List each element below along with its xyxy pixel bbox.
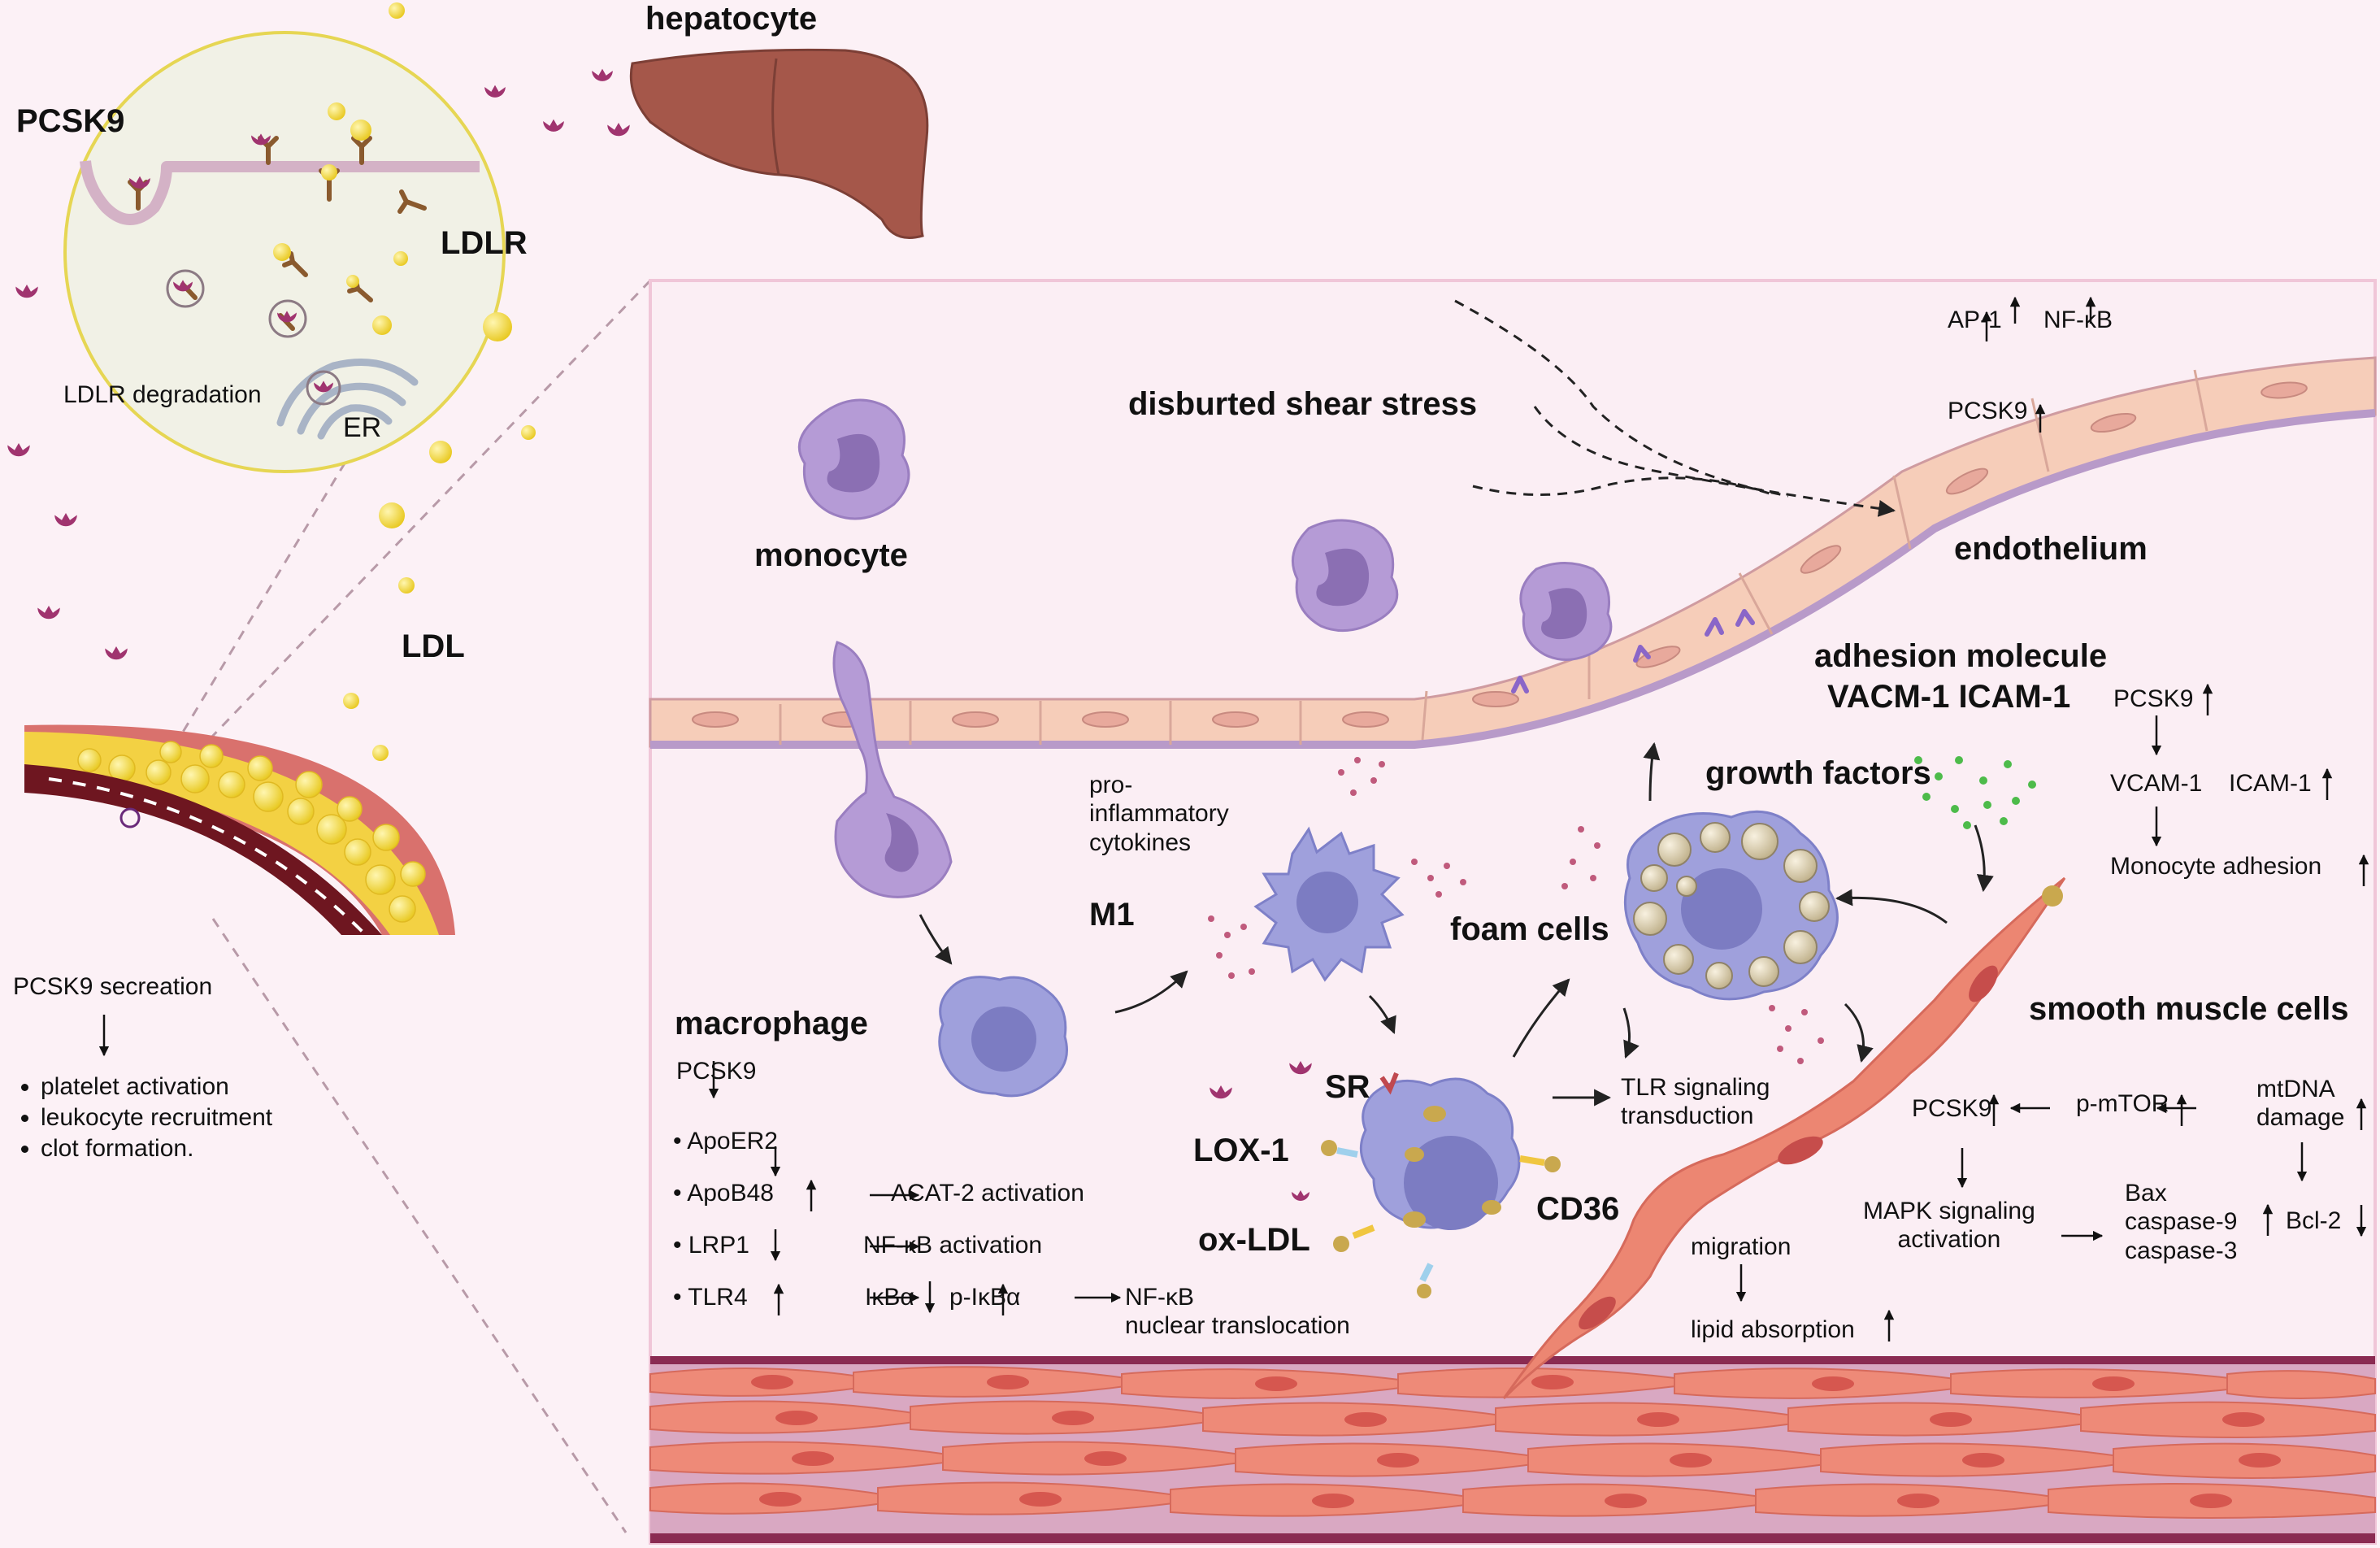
liver-hepatocyte <box>629 48 929 239</box>
ldlr-inset <box>63 31 506 473</box>
cd36-label: CD36 <box>1536 1191 1620 1227</box>
smc-bax-caspase-label: Bax caspase-9 caspase-3 <box>2125 1180 2238 1264</box>
endo-nfkb-label: NF-κB <box>2043 307 2113 333</box>
artery-with-plaque <box>24 724 455 937</box>
signal-arrows <box>98 311 2308 1303</box>
adh-pcsk9-label: PCSK9 <box>2113 685 2194 712</box>
endo-ap1-label: AP-1 <box>1948 307 2002 333</box>
macrophage-label: macrophage <box>675 1006 868 1041</box>
lipid-absorption-label: lipid absorption <box>1691 1316 1855 1343</box>
endothelium-label: endothelium <box>1954 531 2148 567</box>
adh-icam1-label: ICAM-1 <box>2229 770 2312 797</box>
adhesion-molecule-markers <box>1511 609 1755 694</box>
zoom-guide-lines <box>132 279 652 1533</box>
ldlr-degradation-label: LDLR degradation <box>63 381 262 408</box>
regulation-indicators <box>770 296 2369 1341</box>
mac-apoer2-label: • ApoER2 <box>673 1128 778 1154</box>
mac-p-ikba-label: p-IκBα <box>949 1284 1021 1311</box>
tlr-signaling-label: TLR signaling transduction <box>1621 1074 1770 1130</box>
er-organelle <box>276 359 419 440</box>
monocytes <box>797 398 1613 898</box>
mac-apob48-label: • ApoB48 <box>673 1180 774 1207</box>
smc-mtdna-damage-label: mtDNA damage <box>2256 1076 2345 1132</box>
inset-ldlr-label: LDLR <box>441 225 528 261</box>
ox-ldl-label: ox-LDL <box>1198 1222 1310 1258</box>
inset-ldl-particles <box>273 102 408 288</box>
smc-pcsk9-label: PCSK9 <box>1912 1095 1992 1122</box>
foam-cell <box>1623 810 1839 1001</box>
inset-pcsk9-label: PCSK9 <box>16 103 125 139</box>
cytokine-dots <box>1208 757 1824 1064</box>
effect-item: clot formation. <box>41 1133 272 1164</box>
migration-label: migration <box>1691 1233 1792 1260</box>
pathway-arrows <box>919 741 1994 1107</box>
mac-ikba-label: IκBα <box>865 1284 914 1311</box>
pcsk9-effects-list: platelet activation leukocyte recruitmen… <box>13 1072 272 1164</box>
growth-factor-dots <box>1914 756 2036 829</box>
shear-stress-label: disburted shear stress <box>1128 386 1478 422</box>
mac-nfkb-translocation-label: NF-κB nuclear translocation <box>1125 1284 1350 1340</box>
shear-stress-arrows <box>1454 299 1896 517</box>
foam-cells-label: foam cells <box>1450 911 1609 947</box>
free-ldl-particles <box>343 2 536 761</box>
mac-tlr4-label: • TLR4 <box>673 1284 748 1311</box>
er-label: ER <box>343 412 382 443</box>
migrating-smooth-muscle-cells <box>1502 876 2066 1400</box>
pcsk9-secretion-label: PCSK9 secreation <box>13 973 213 1000</box>
smc-p-mtor-label: p-mTOR <box>2076 1090 2169 1117</box>
vcam-icam-label: VACM-1 ICAM-1 <box>1827 679 2071 715</box>
mac-lrp1-label: • LRP1 <box>673 1232 749 1259</box>
smc-bcl2-label: Bcl-2 <box>2286 1207 2342 1234</box>
m1-label: M1 <box>1089 897 1135 933</box>
mac-nfkb-activation-label: NF-κB activation <box>863 1232 1043 1259</box>
hepatocyte-label: hepatocyte <box>645 1 818 37</box>
endo-pcsk9-label: PCSK9 <box>1948 398 2028 424</box>
mac-pcsk9-label: PCSK9 <box>676 1058 757 1085</box>
effect-item: platelet activation <box>41 1072 272 1102</box>
pro-inflammatory-cytokines-label: pro- inflammatory cytokines <box>1089 772 1229 856</box>
ldl-label: LDL <box>402 628 465 664</box>
effect-item: leukocyte recruitment <box>41 1102 272 1133</box>
adh-vcam1-label: VCAM-1 <box>2110 770 2203 797</box>
adhesion-molecule-label: adhesion molecule <box>1814 638 2108 674</box>
main-panel-frame <box>649 279 2377 1545</box>
monocyte-label: monocyte <box>754 537 908 573</box>
mac-acat2-label: ACAT-2 activation <box>891 1180 1084 1207</box>
sr-label: SR <box>1325 1069 1370 1105</box>
monocyte-adhesion-label: Monocyte adhesion <box>2110 853 2322 880</box>
internalized-vesicles <box>166 269 341 406</box>
growth-factors-label: growth factors <box>1705 755 1931 791</box>
smc-mapk-label: MAPK signaling activation <box>1863 1198 2035 1254</box>
macrophages <box>938 826 1561 1298</box>
lox1-label: LOX-1 <box>1193 1133 1289 1168</box>
smooth-muscle-cells-label: smooth muscle cells <box>2029 991 2349 1027</box>
